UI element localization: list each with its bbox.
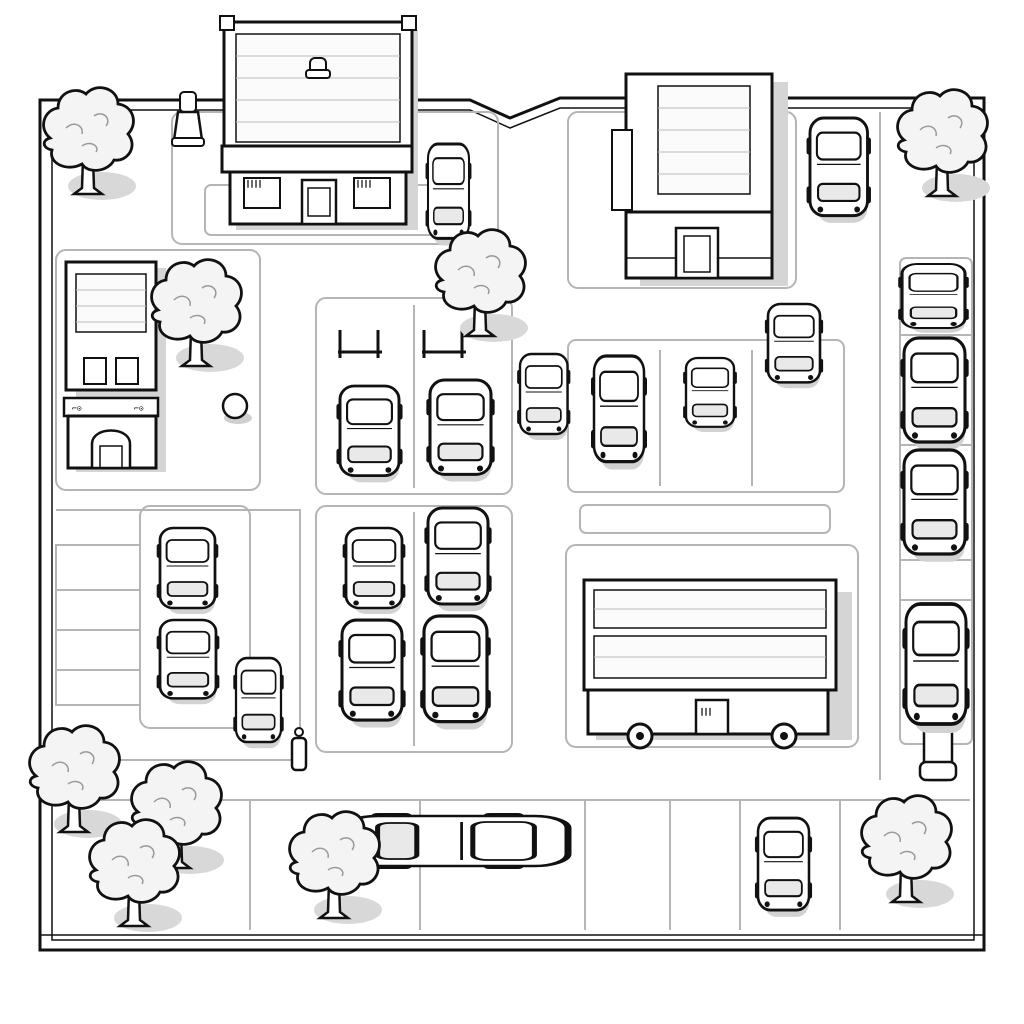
car[interactable] xyxy=(900,602,972,735)
car[interactable] xyxy=(231,656,286,750)
hydrant-icon[interactable] xyxy=(171,91,205,147)
wheel-icon xyxy=(770,722,798,750)
car[interactable] xyxy=(155,526,220,616)
car[interactable] xyxy=(334,384,405,484)
car[interactable] xyxy=(753,816,814,919)
car[interactable] xyxy=(896,262,971,335)
tower-sign-right: ⌐⊙ xyxy=(134,404,144,413)
house-building-north[interactable] xyxy=(611,72,788,286)
shop-door[interactable] xyxy=(300,178,338,226)
bench-icon[interactable] xyxy=(338,330,466,358)
car[interactable] xyxy=(424,378,497,484)
car[interactable] xyxy=(424,142,473,247)
garage-sign: ∥∥∥ xyxy=(700,707,712,716)
car[interactable] xyxy=(589,354,649,472)
garage-door[interactable]: ∥∥∥ xyxy=(694,698,730,736)
fire-extinguisher-icon[interactable] xyxy=(290,727,308,772)
tower-archway-door[interactable] xyxy=(90,429,132,470)
wheel-icon xyxy=(626,722,654,750)
shop-sign-right: ∥∥∥∥ xyxy=(356,179,372,188)
gas-pump-icon[interactable] xyxy=(918,720,958,782)
shop-sign-left: ∥∥∥∥ xyxy=(246,179,262,188)
car[interactable] xyxy=(336,618,408,730)
car[interactable] xyxy=(763,302,825,390)
car[interactable] xyxy=(341,526,407,616)
chimney-icon xyxy=(305,57,331,79)
tower-sign-left: ⌐⊙ xyxy=(72,404,82,413)
car[interactable] xyxy=(418,614,493,732)
garage-building[interactable]: ∥∥∥ xyxy=(582,578,852,750)
car[interactable] xyxy=(898,448,971,564)
car[interactable] xyxy=(422,506,494,613)
house-door[interactable] xyxy=(674,226,720,280)
bollard-icon[interactable] xyxy=(221,392,252,424)
tower-building-west[interactable]: ⌐⊙ ⌐⊙ xyxy=(62,260,166,472)
car[interactable] xyxy=(681,356,739,434)
car[interactable] xyxy=(898,336,971,452)
car[interactable] xyxy=(805,116,873,225)
shop-building-north[interactable]: ∥∥∥∥ ∥∥∥∥ xyxy=(219,15,418,230)
car[interactable] xyxy=(515,352,572,442)
car[interactable] xyxy=(155,618,221,706)
